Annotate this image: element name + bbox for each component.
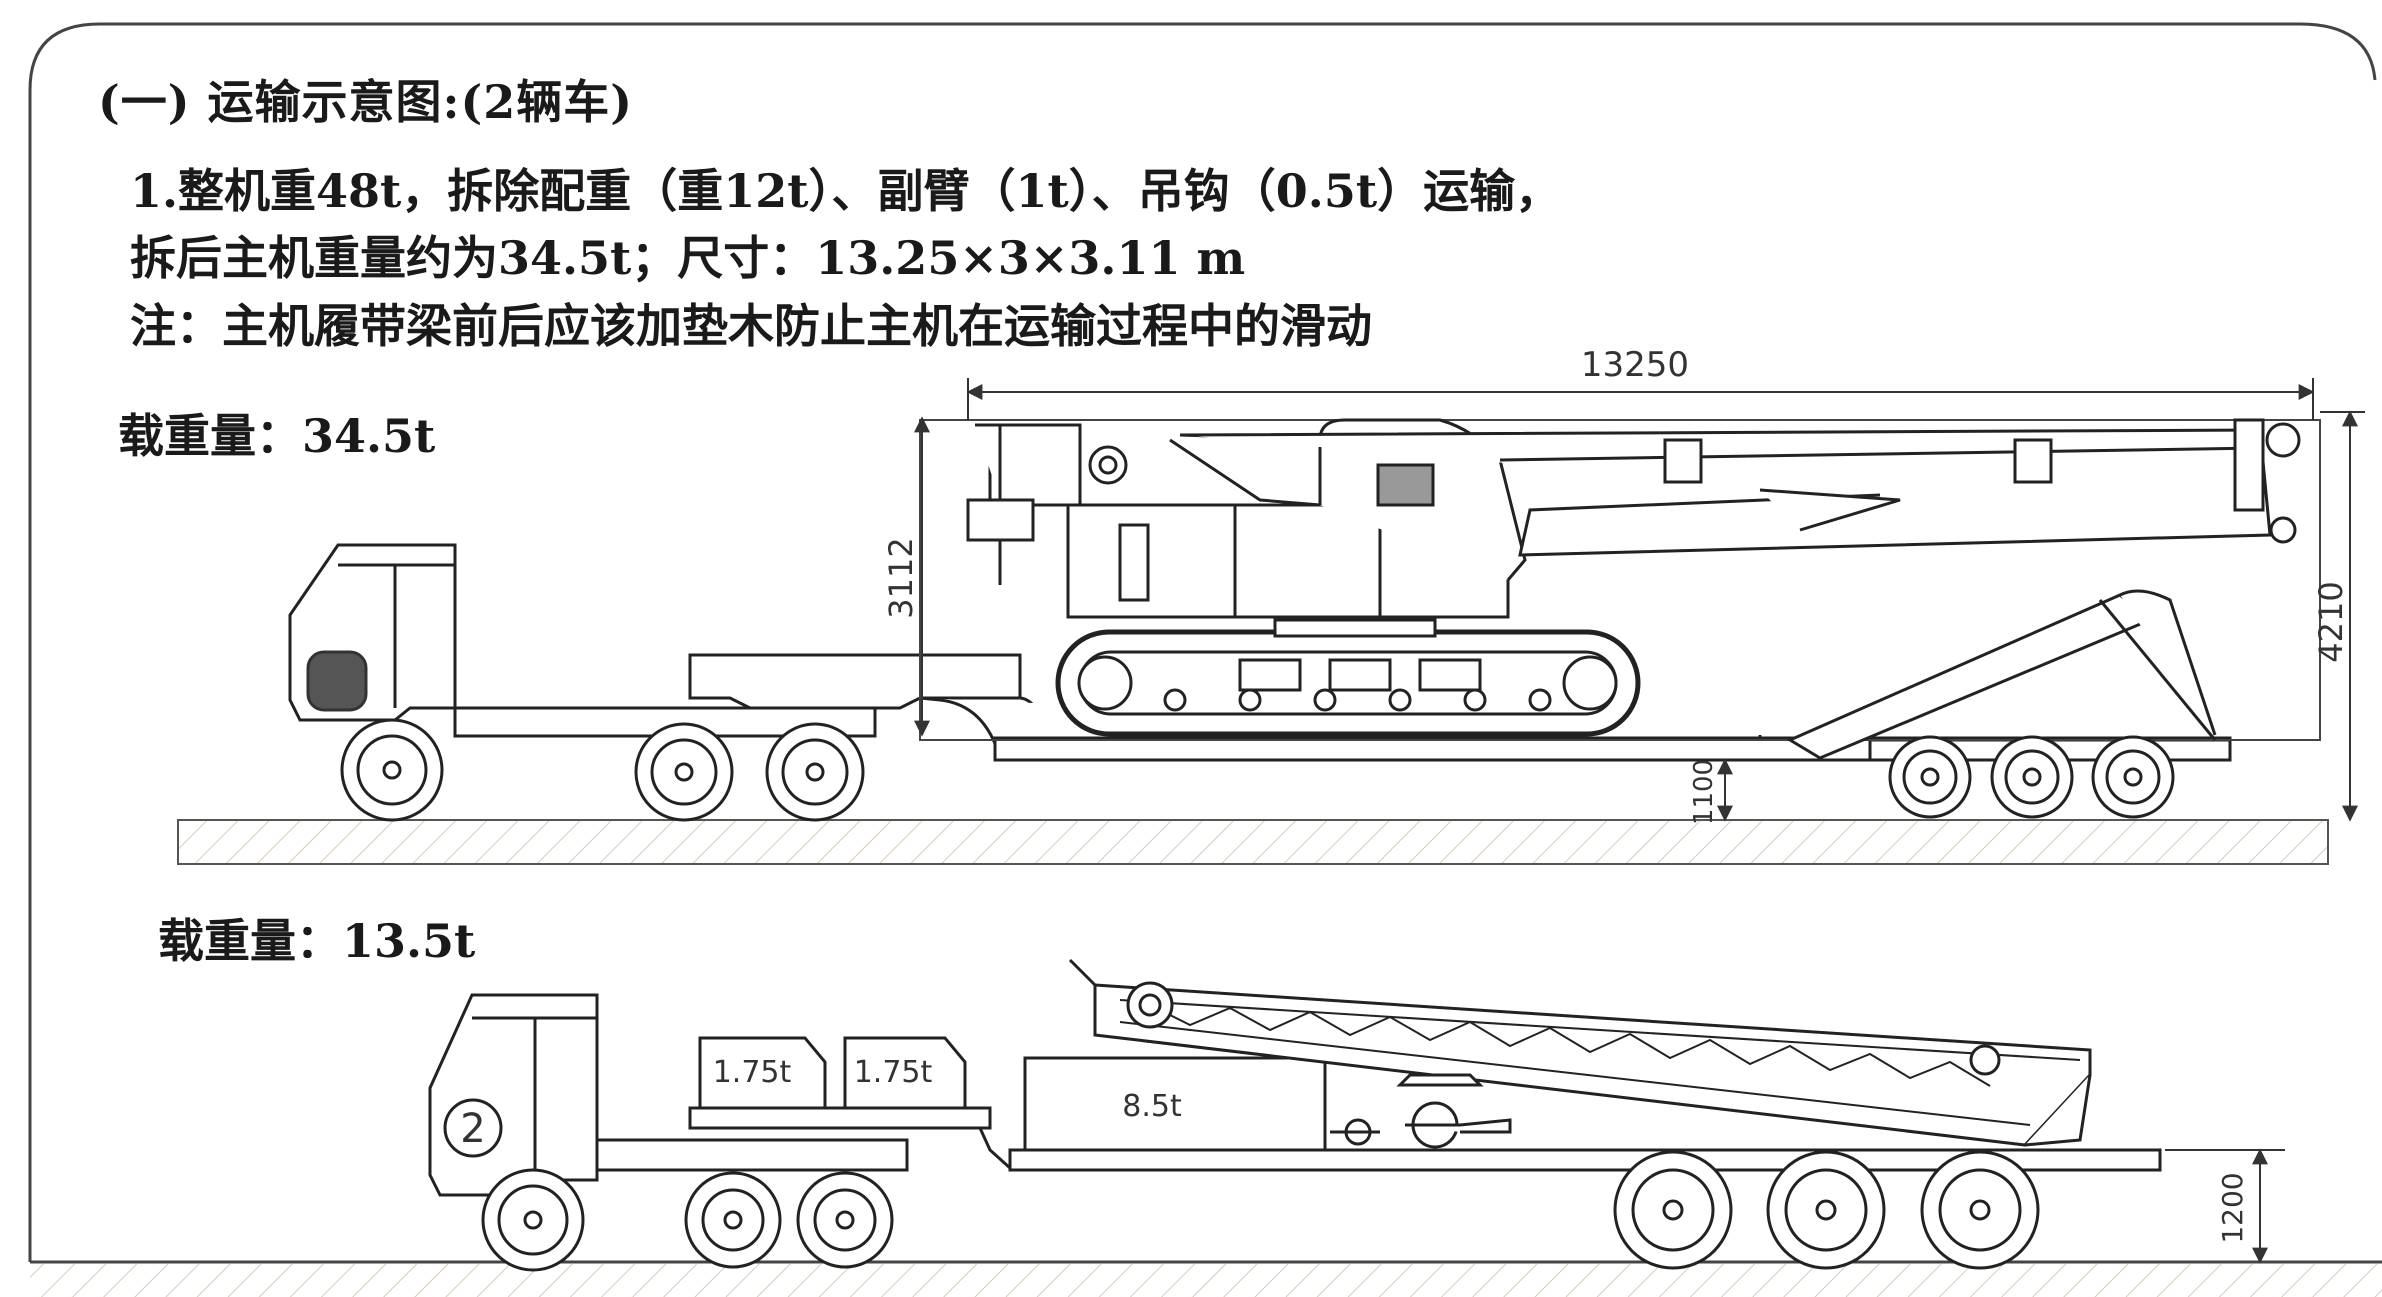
truck1-trailer-wheel-3	[2091, 735, 2175, 819]
truck2-trailer-wheel-3	[1920, 1150, 2040, 1270]
crane-boom	[1179, 428, 2272, 557]
truck1-load-label: 载重量：34.5t	[118, 409, 436, 463]
counterweight-b-label: 1.75t	[854, 1055, 933, 1090]
counterweight-a-label: 1.75t	[713, 1055, 792, 1090]
counterweight-block-a	[698, 1036, 827, 1110]
dim-length-label: 13250	[1581, 345, 1689, 385]
crawler-crane	[966, 418, 2301, 737]
counterweight-main-label: 8.5t	[1122, 1089, 1182, 1124]
truck1-trailer-wheel-1	[1888, 735, 1972, 819]
hook-block	[1330, 1073, 1512, 1149]
truck2-front-wheel	[481, 1168, 585, 1272]
counterweight-main	[1023, 1056, 1327, 1152]
truck1-trailer-wheel-2	[1990, 735, 2074, 819]
dim-total-height-label: 4210	[2312, 581, 2350, 662]
truck2-drive-wheel-2	[796, 1171, 894, 1269]
truck2-trailer-wheel-2	[1766, 1150, 1886, 1270]
truck1-ramp	[1786, 593, 2153, 760]
truck1-dimensions	[914, 378, 2365, 822]
dim-machine-height-label: 3112	[882, 537, 920, 618]
truck2-cab	[428, 993, 599, 1197]
lattice-jib	[1068, 958, 2092, 1147]
truck2-deck-height-label: 1200	[2216, 1172, 2249, 1243]
ground-road-1	[177, 819, 2329, 865]
dim-deck-height-label: 1100	[1689, 759, 1719, 825]
truck1-gooseneck	[688, 653, 1022, 710]
transport-note: 注：主机履带梁前后应该加垫木防止主机在运输过程中的滑动	[130, 299, 1372, 353]
crane-cab-window	[1376, 463, 1435, 507]
truck2-chassis	[595, 1138, 909, 1172]
truck2	[428, 958, 2162, 1272]
truck2-number-badge	[443, 1098, 503, 1158]
truck1	[177, 418, 2329, 865]
section-title: (一) 运输示意图:(2辆车)	[98, 75, 634, 129]
crane-mast	[988, 423, 1082, 507]
truck2-dimensions	[2165, 1148, 2285, 1264]
truck2-drive-wheel-1	[684, 1171, 782, 1269]
truck1-drive-wheel-1	[634, 722, 734, 822]
truck2-number: 2	[460, 1106, 485, 1152]
truck1-window	[306, 650, 368, 712]
counterweight-block-b	[843, 1036, 967, 1110]
truck1-front-wheel	[340, 718, 444, 822]
weight-description-line: 1.整机重48t，拆除配重（重12t）、副臂（1t）、吊钩（0.5t）运输，	[130, 164, 1562, 218]
bottom-ground-hatch	[30, 1264, 2382, 1297]
dimension-description-line: 拆后主机重量约为34.5t；尺寸：13.25×3×3.11 m	[130, 231, 1246, 285]
boom-head-sheave	[2265, 422, 2301, 458]
truck2-trailer-wheel-1	[1613, 1150, 1733, 1270]
truck2-load-label: 载重量：13.5t	[158, 914, 476, 968]
truck1-drive-wheel-2	[765, 722, 865, 822]
